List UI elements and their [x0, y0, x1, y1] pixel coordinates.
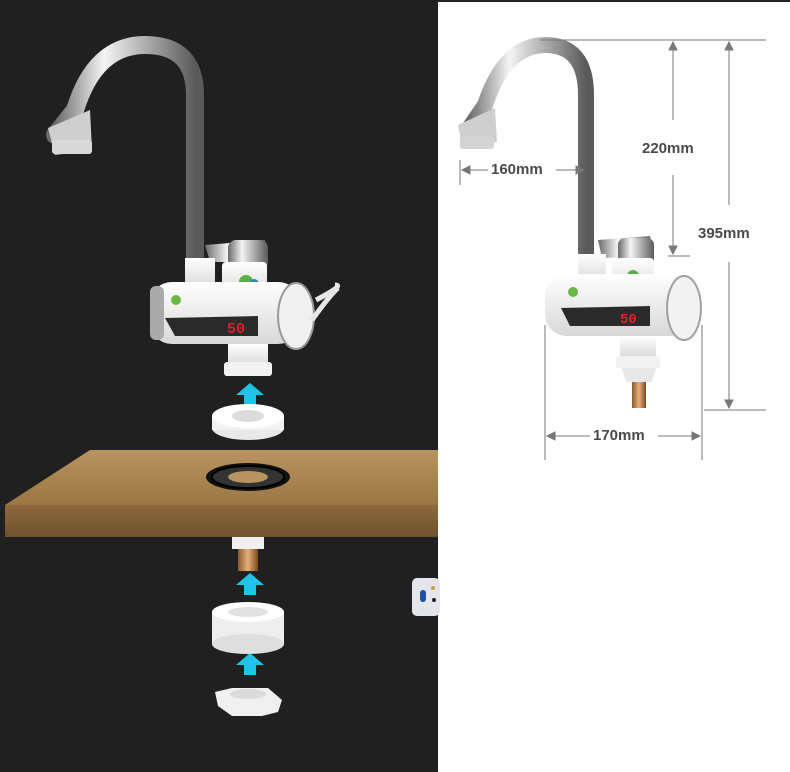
countertop	[5, 450, 438, 537]
dimension-label-body-width: 170mm	[591, 427, 647, 444]
dimension-panel	[438, 0, 790, 772]
faucet-right: 50	[458, 36, 702, 408]
mounting-nut	[212, 602, 284, 654]
svg-text:50: 50	[620, 312, 637, 328]
dimension-label-total-height: 395mm	[696, 225, 752, 242]
valve-base	[232, 537, 264, 549]
faucet-left: 50	[46, 35, 341, 376]
socket-plate	[412, 578, 440, 616]
dimension-label-spout-reach: 160mm	[489, 161, 545, 178]
dimension-lines	[459, 39, 766, 460]
fixing-nut	[215, 688, 282, 716]
washer-ring	[212, 404, 284, 440]
dimension-label-spout-height: 220mm	[640, 140, 696, 157]
brass-pipe	[238, 549, 258, 571]
svg-text:50: 50	[227, 321, 245, 338]
